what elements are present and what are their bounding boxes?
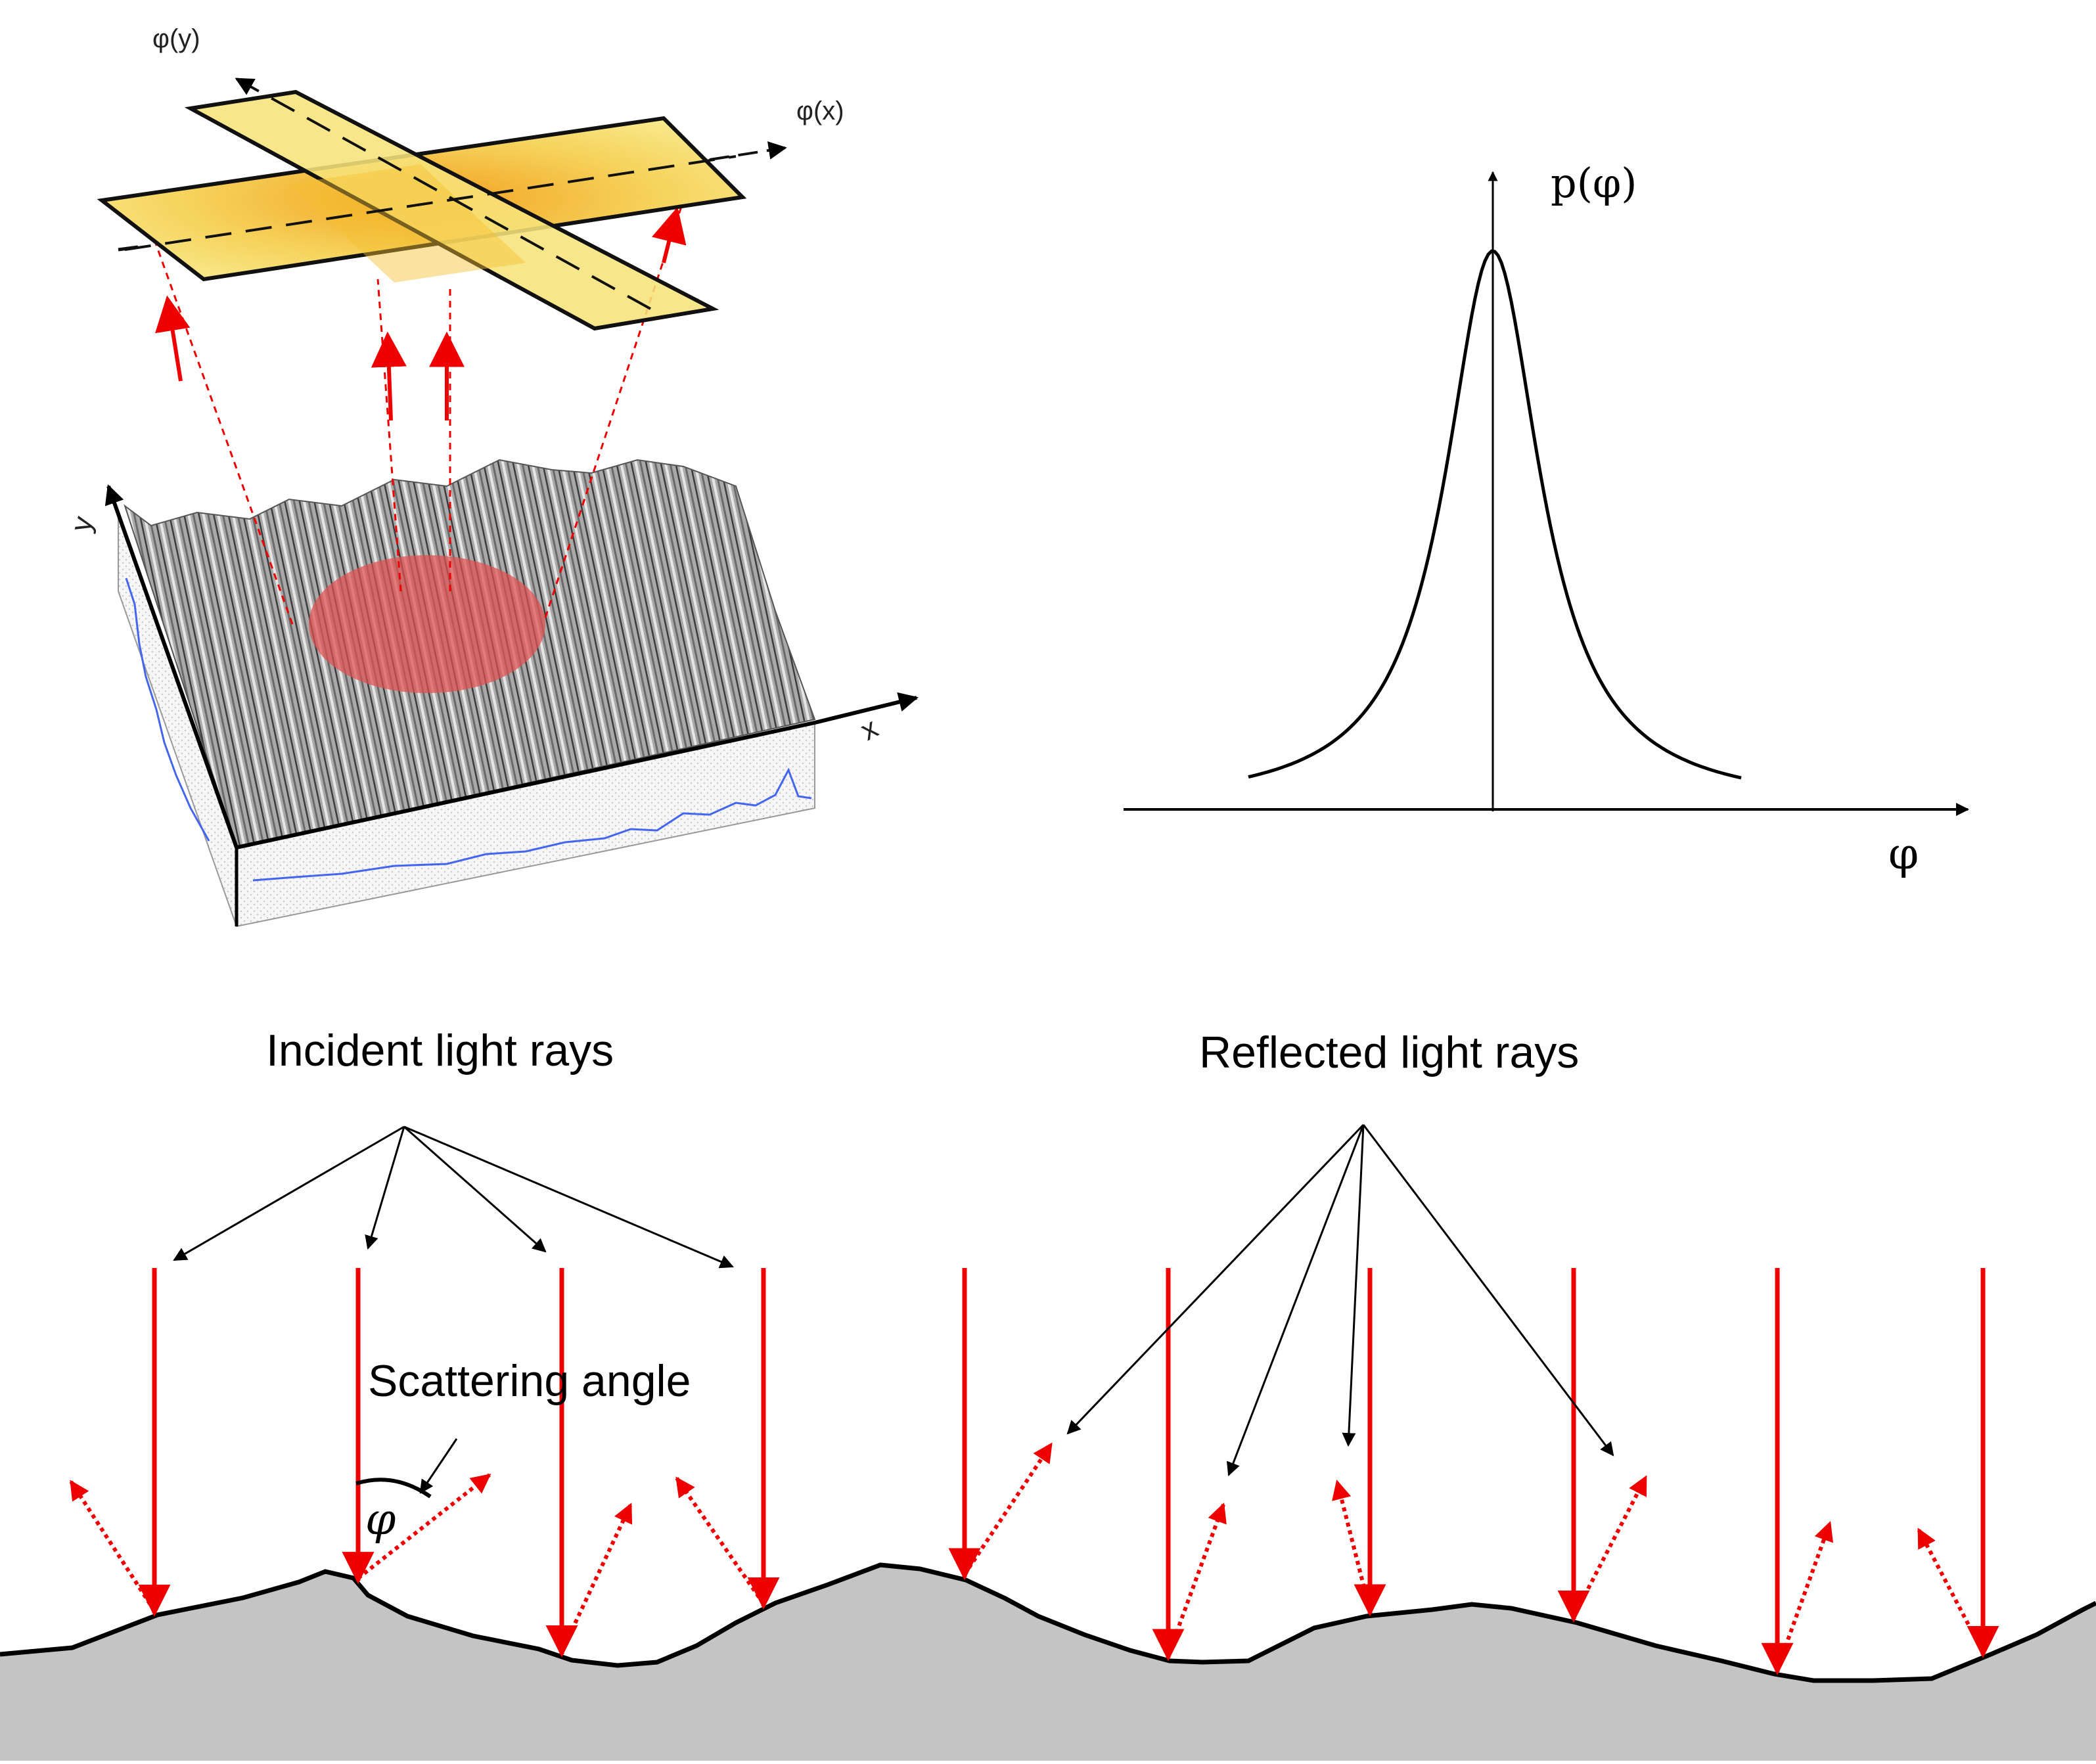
reflected-leaders	[1066, 1123, 1614, 1476]
reflected-ray-3	[560, 1503, 633, 1653]
profile-line-side	[125, 577, 210, 842]
reflected-rays	[69, 1442, 1985, 1670]
axis-x-label: x	[855, 712, 883, 747]
reflected-ray-9	[1775, 1521, 1833, 1670]
reflected-ray-6	[1166, 1503, 1227, 1656]
reflected-label: Reflected light rays	[1199, 1028, 1579, 1077]
angle-pointer	[419, 1438, 458, 1494]
reflected-ray-7	[1332, 1480, 1372, 1612]
plate-left-tick	[118, 245, 139, 252]
reflected-ray-8	[1572, 1475, 1648, 1618]
dist-curve	[1248, 249, 1742, 780]
incident-rays	[138, 1268, 1999, 1675]
phi-x-axis-arrow	[709, 141, 787, 161]
angle-symbol: φ	[365, 1494, 396, 1545]
scattering-angle-label: Scattering angle	[368, 1356, 691, 1406]
reflected-ray-4	[675, 1476, 765, 1605]
reflected-ray-10	[1917, 1527, 1985, 1654]
distribution-panel: p(φ) φ	[1124, 159, 1969, 879]
axis-y-arrow	[104, 484, 239, 849]
phi-x-axis-dashed	[124, 155, 737, 251]
block-edge-front	[236, 721, 815, 849]
axis-x-arrow	[814, 692, 919, 725]
plate-overlap	[289, 164, 526, 283]
phi-y-label: φ(y)	[152, 24, 200, 53]
axis-y-label: y	[64, 513, 99, 535]
incident-label: Incident light rays	[266, 1026, 614, 1075]
ground-profile	[0, 1565, 2096, 1761]
reflected-ray-5	[963, 1442, 1053, 1576]
surface-3d-panel: y x φ(y) φ(x)	[64, 24, 919, 928]
detector-plate-y	[184, 89, 719, 331]
scattering-panel: Incident light rays Reflected light rays…	[0, 1026, 2096, 1761]
dist-y-label: p(φ)	[1551, 159, 1637, 207]
scattered-ray-arrows	[155, 206, 687, 421]
incident-leaders	[173, 1125, 734, 1269]
reflected-ray-1	[69, 1480, 156, 1612]
dist-x-label: φ	[1888, 828, 1919, 879]
profile-line-front	[252, 767, 812, 882]
phi-x-label: φ(x)	[796, 97, 844, 125]
illuminated-spot	[309, 555, 545, 693]
